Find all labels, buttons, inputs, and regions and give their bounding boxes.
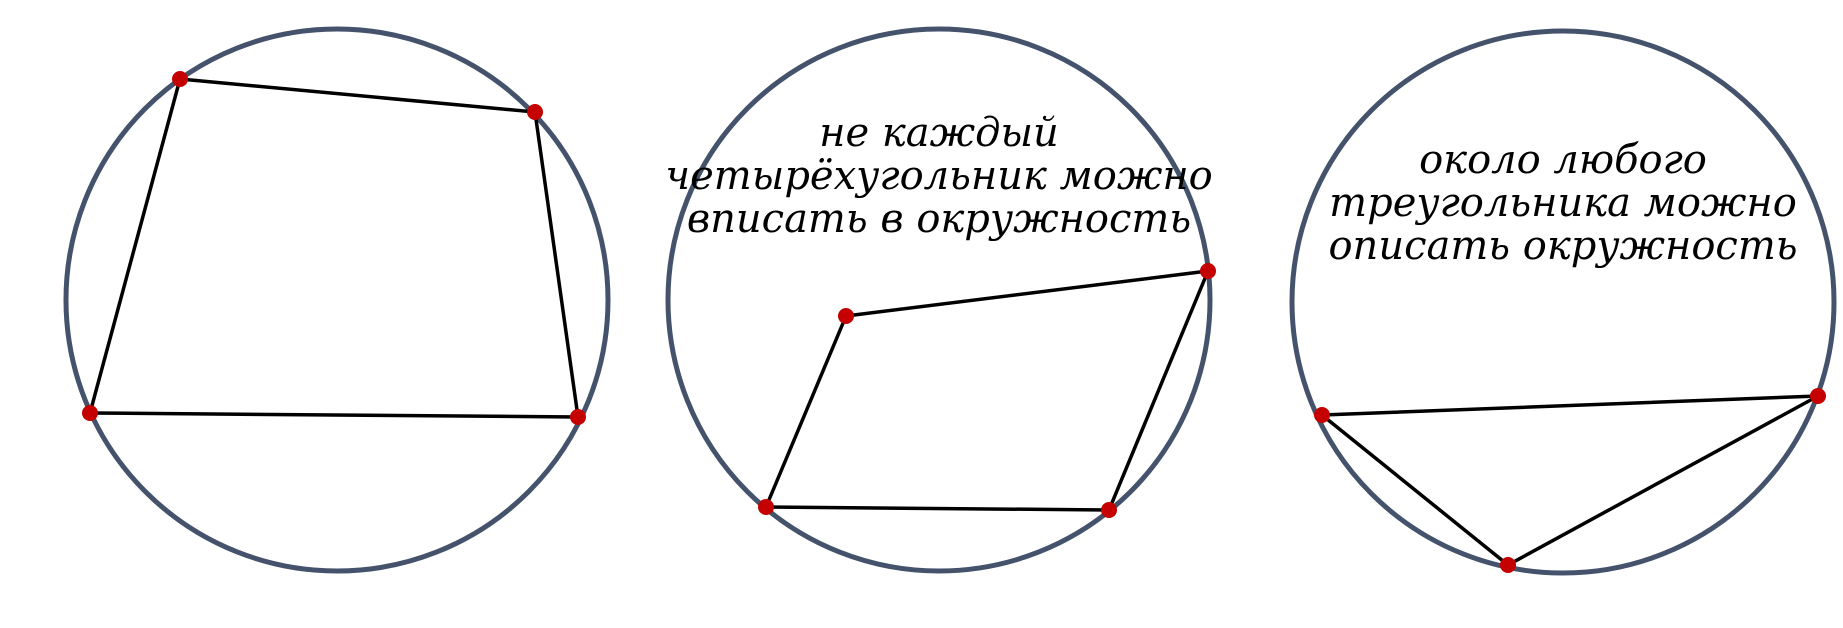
vertex-point	[570, 409, 586, 425]
caption-line: не каждый	[819, 110, 1059, 156]
quad-edge-bottom	[764, 505, 1111, 512]
vertex-point	[758, 499, 774, 515]
vertex-point	[172, 71, 188, 87]
quad-edge-left	[88, 77, 182, 415]
circumcircle	[1289, 28, 1837, 576]
caption-line: около любого	[1419, 137, 1707, 183]
triangle-edge-top	[1320, 394, 1820, 417]
panel-non-cyclic-quadrilateral: не каждый четырёхугольник можно вписать …	[665, 26, 1216, 574]
quad-edge-right	[533, 110, 580, 419]
vertex-point	[1200, 263, 1216, 279]
caption-line: описать окружность	[1328, 223, 1797, 269]
vertex-point	[838, 308, 854, 324]
quad-edge-top	[844, 269, 1210, 318]
triangle-edge-left	[1320, 413, 1510, 567]
vertex-point	[82, 405, 98, 421]
triangle-edge-right	[1506, 394, 1820, 567]
circumcircle	[63, 26, 611, 574]
quad-edge-top	[178, 77, 537, 114]
quad-edge-left	[764, 314, 848, 509]
caption-line: треугольника можно	[1329, 180, 1797, 226]
vertex-point	[1810, 388, 1826, 404]
panel-inscribed-triangle: около любого треугольника можно описать …	[1289, 28, 1837, 576]
vertex-point	[527, 104, 543, 120]
panel-cyclic-quadrilateral	[63, 26, 611, 574]
vertex-point	[1101, 502, 1117, 518]
caption-line: четырёхугольник можно	[665, 153, 1213, 199]
quad-edge-bottom	[88, 411, 580, 419]
vertex-point	[1314, 407, 1330, 423]
caption-line: вписать в окружность	[687, 196, 1191, 242]
circle	[665, 26, 1213, 574]
vertex-point	[1500, 557, 1516, 573]
quad-edge-right	[1107, 269, 1210, 512]
